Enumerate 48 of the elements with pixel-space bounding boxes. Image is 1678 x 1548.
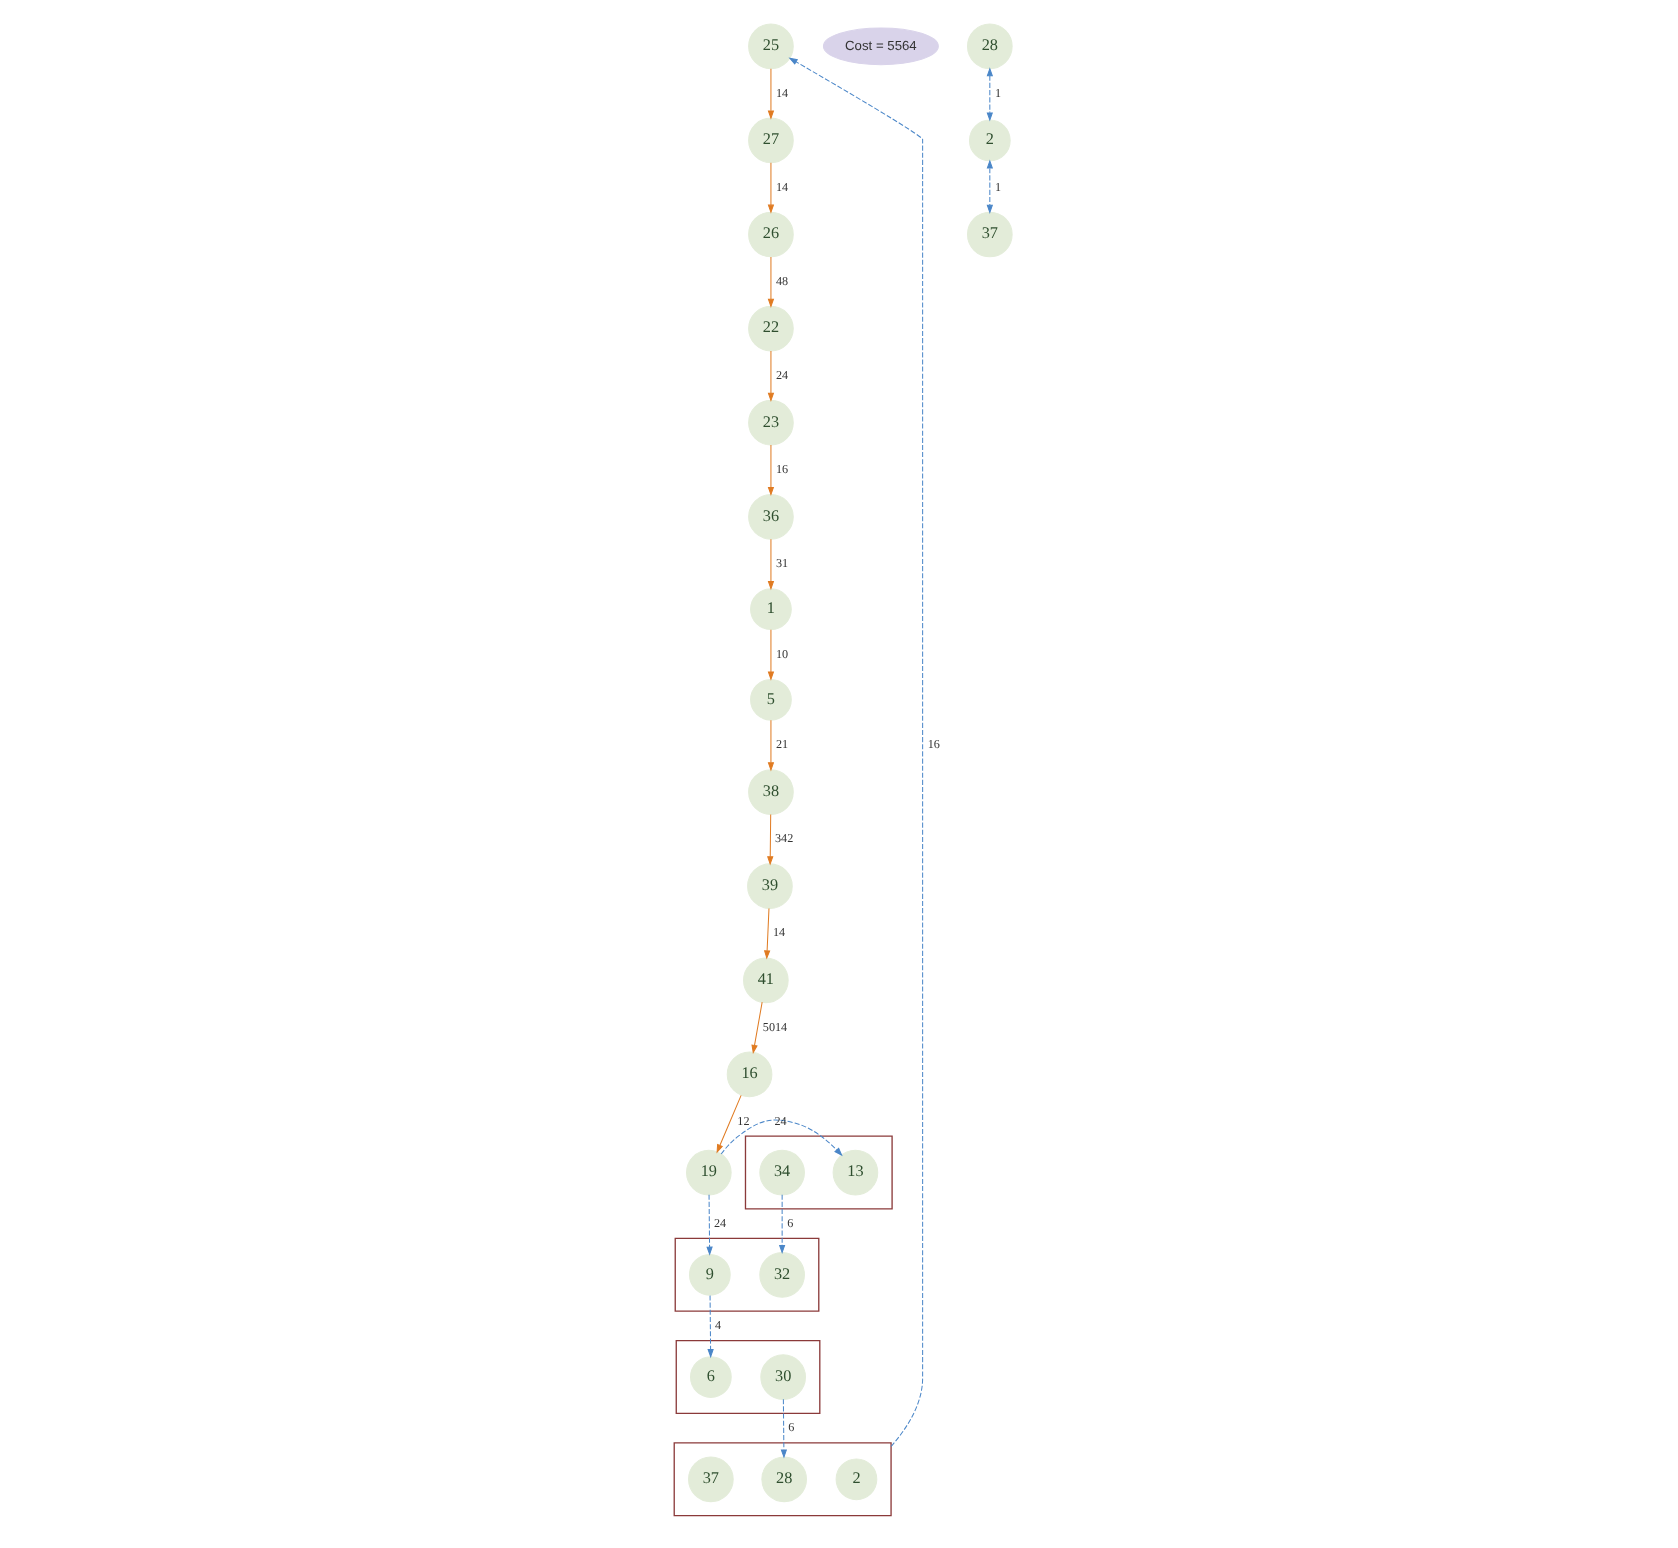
- cluster: [675, 1340, 821, 1415]
- arrow: [780, 1398, 788, 1459]
- node-circle: 16: [726, 1051, 773, 1098]
- node-circle: 25: [748, 23, 794, 70]
- node-circle: 19: [686, 1149, 732, 1196]
- node-circle: 36: [748, 493, 794, 540]
- node-circle: 30: [760, 1354, 806, 1400]
- arrow: [763, 908, 771, 960]
- arrow: [767, 538, 775, 591]
- node-circle: 5: [750, 678, 792, 721]
- arrow: [986, 67, 994, 122]
- node-circle: 38: [748, 769, 794, 815]
- cluster: [674, 1237, 820, 1312]
- node-circle: 1: [750, 588, 792, 630]
- arrow: [767, 813, 774, 866]
- node-circle: 37: [688, 1456, 734, 1503]
- node-circle: 41: [743, 957, 789, 1004]
- node-circle: 23: [748, 399, 794, 446]
- arrow: [751, 1001, 763, 1055]
- node-circle: 37: [967, 211, 1013, 258]
- node-circle: 32: [759, 1252, 805, 1298]
- arrow: [720, 1119, 843, 1157]
- arrow: [788, 57, 924, 1447]
- node-circle: 6: [690, 1356, 732, 1398]
- arrow: [707, 1295, 714, 1359]
- arrow: [706, 1194, 713, 1256]
- node-circle: 28: [761, 1456, 807, 1503]
- node-circle: 26: [748, 211, 794, 258]
- node-circle: 9: [689, 1253, 731, 1296]
- node-circle: 39: [747, 863, 793, 910]
- arrow: [767, 68, 775, 120]
- arrow: [716, 1094, 742, 1154]
- node-circle: 22: [748, 305, 794, 352]
- cluster: [744, 1135, 893, 1210]
- arrow: [767, 256, 775, 308]
- arrow: [767, 162, 775, 214]
- node-circle: 2: [968, 119, 1011, 162]
- node-circle: 34: [759, 1149, 805, 1196]
- node-circle: 28: [967, 23, 1013, 70]
- arrow: [778, 1194, 786, 1255]
- arrow: [767, 719, 775, 772]
- arrow: [986, 159, 994, 214]
- node-circle: 27: [748, 117, 794, 164]
- arrow: [767, 350, 775, 402]
- node-circle: 2: [835, 1458, 878, 1501]
- cluster: [673, 1442, 892, 1517]
- arrow: [767, 444, 775, 497]
- arrow: [767, 629, 775, 681]
